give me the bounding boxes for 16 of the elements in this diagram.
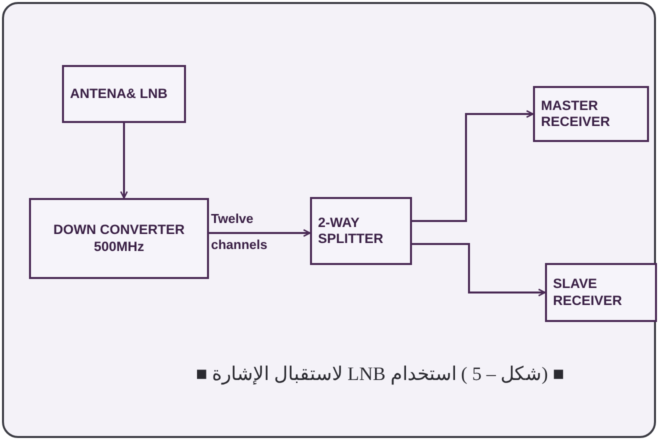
arrow [120,123,128,199]
arrow [209,229,311,237]
process-box [310,197,412,265]
box-label: 2-WAY SPLITTER [318,214,384,248]
process-box [533,86,649,142]
box-label: ANTENA& LNB [70,86,168,102]
box-label: MASTER RECEIVER [541,98,612,130]
arrow [412,110,534,222]
figure-caption: ■ (شكل – 5 ) استخدام LNB لاستقبال الإشارة ■ [194,363,566,386]
process-box [62,65,186,123]
process-box [29,198,209,279]
process-box [545,263,657,322]
box-label: SLAVE RECEIVER [553,276,624,309]
arrow [412,243,546,296]
box-label: DOWN CONVERTER 500MHz [52,222,186,255]
edge-label: Twelve channels [211,210,268,254]
